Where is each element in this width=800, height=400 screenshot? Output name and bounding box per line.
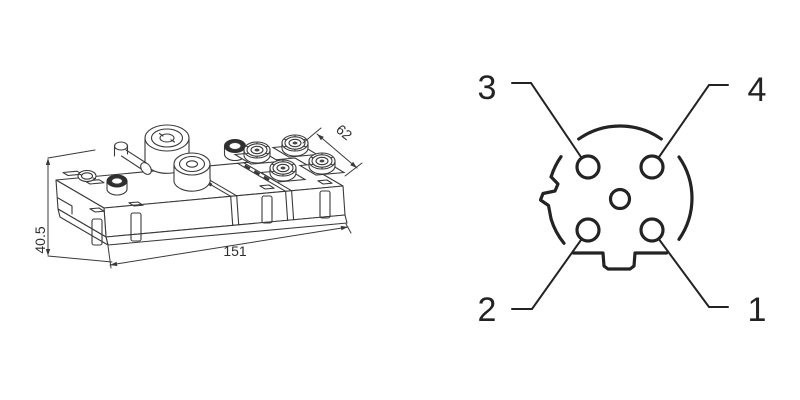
dimension-height-label: 40.5 [32,226,48,253]
m12-socket [272,134,318,158]
module-base-left [57,208,109,246]
elbow-connector [113,141,152,175]
bottom-notch [571,251,669,271]
pin-4-label: 4 [748,71,767,109]
pin-1-label: 1 [748,291,767,329]
connector-pinout-diagram: 3 4 2 1 [478,69,767,329]
module-isometric-drawing [55,124,348,246]
black-nut-connector-1 [106,174,128,196]
pin-2-hole [575,217,601,243]
leader-pin1 [658,239,729,308]
connector-outline [538,124,694,271]
round-connector-large-2 [173,152,211,192]
pin-3-label: 3 [478,69,497,107]
keyway-notch [538,175,560,221]
mounting-slots [89,179,333,246]
pin-2-label: 2 [478,291,497,329]
center-hole [608,187,632,211]
dimension-width-label: 62 [333,121,355,143]
leader-pin4 [658,84,729,158]
leader-pin3 [511,82,582,158]
dimension-length-label: 151 [223,243,247,259]
pin-3-hole [575,154,601,180]
pin-4-hole [639,154,665,180]
dimension-length: 151 [107,223,352,269]
leader-pin2 [511,239,582,310]
pin-1-hole [639,217,665,243]
dimension-height: 40.5 [32,149,113,263]
small-socket [77,169,97,183]
